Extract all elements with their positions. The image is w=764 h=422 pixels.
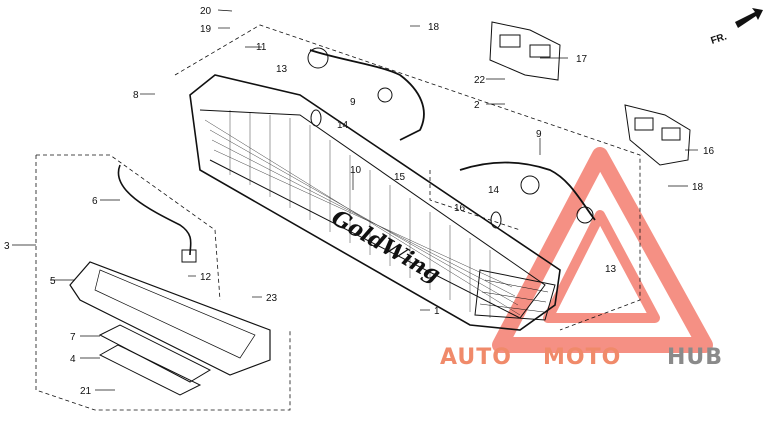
callout-2: 2	[474, 100, 480, 111]
group-outline-rear	[174, 24, 641, 331]
wire-harness-6	[117, 164, 192, 256]
callout-1: 1	[434, 306, 440, 317]
callout-19: 19	[200, 24, 212, 35]
watermark-text: AUTO MOTO HUB	[440, 345, 723, 370]
callout-18-right: 18	[692, 182, 704, 193]
socket-right	[520, 175, 540, 195]
callout-10: 10	[350, 165, 362, 176]
connector-upper	[377, 87, 393, 103]
direction-label: FR.	[710, 31, 729, 47]
lamp-housing-5	[69, 261, 271, 376]
front-direction-icon: FR.	[710, 8, 763, 47]
callout-9-upper: 9	[350, 97, 356, 108]
callout-15: 15	[394, 172, 406, 183]
callout-16-mid: 16	[454, 203, 466, 214]
goldwing-emblem: GoldWing	[327, 205, 445, 288]
callout-18-upper: 18	[428, 22, 440, 33]
callout-17: 17	[576, 54, 588, 65]
group-outline-left	[35, 155, 291, 411]
callout-6: 6	[92, 196, 98, 207]
callout-11: 11	[256, 42, 267, 53]
callout-23: 23	[266, 293, 278, 304]
socket-upper	[307, 47, 329, 69]
leader-lines	[12, 9, 698, 391]
callout-22: 22	[474, 75, 486, 86]
bulb-right	[490, 211, 502, 229]
callout-13-upper: 13	[276, 64, 288, 75]
callout-7: 7	[70, 332, 76, 343]
grille-assembly	[189, 74, 561, 331]
connector-6	[181, 249, 197, 263]
group-outline-front	[36, 154, 221, 301]
callout-14-right: 14	[488, 185, 500, 196]
wire-harness-upper	[309, 49, 425, 141]
callout-16-right: 16	[703, 146, 715, 157]
connector-right	[576, 206, 594, 224]
lens-7-4	[98, 324, 212, 396]
watermark-auto: AUTO	[440, 345, 512, 370]
callout-20: 20	[200, 6, 212, 17]
callout-14-upper: 14	[337, 120, 349, 131]
callouts: 20 19 11 13 18 17 8 22 2 9 14 10 9 16 15…	[4, 6, 715, 397]
watermark-triangle-icon	[492, 147, 713, 353]
callout-21: 21	[80, 386, 92, 397]
callout-4: 4	[70, 354, 76, 365]
callout-8: 8	[133, 90, 139, 101]
wire-harness-right	[459, 161, 596, 221]
bracket-17	[489, 21, 561, 81]
callout-3: 3	[4, 241, 10, 252]
callout-9-right: 9	[536, 129, 542, 140]
bulb-upper	[310, 109, 322, 127]
bracket-16	[624, 104, 691, 166]
group-outline-mid	[429, 170, 521, 231]
callout-12: 12	[200, 272, 212, 283]
callout-5: 5	[50, 276, 56, 287]
watermark-hub: HUB	[667, 345, 723, 370]
watermark-moto: MOTO	[543, 345, 621, 370]
callout-13-right: 13	[605, 264, 617, 275]
